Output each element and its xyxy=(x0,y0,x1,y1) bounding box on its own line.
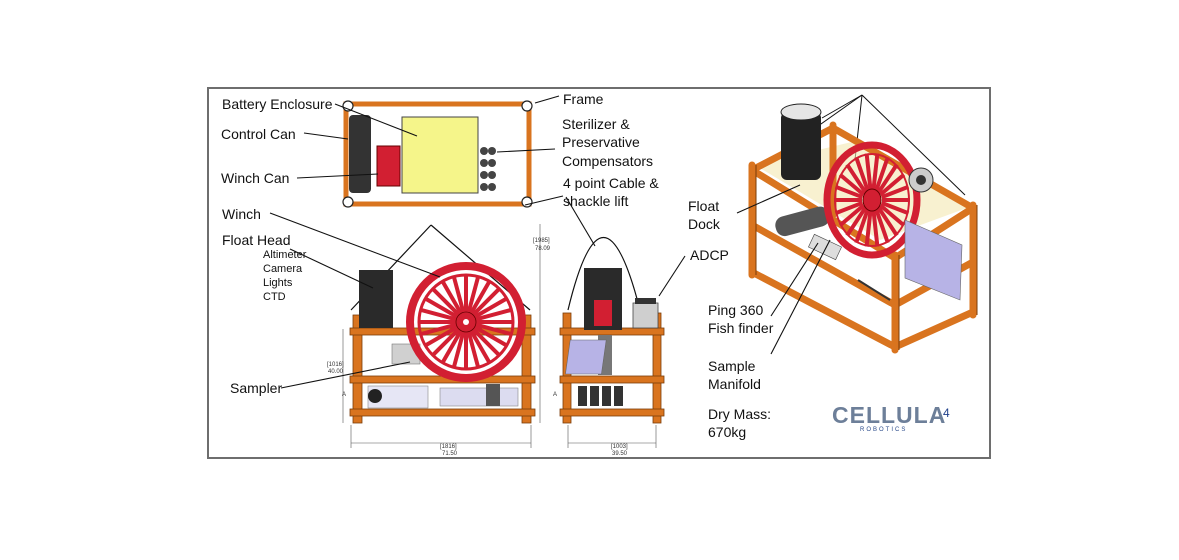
winch-spoke xyxy=(451,275,466,313)
label-adcp: ADCP xyxy=(690,247,729,263)
label-battery-enclosure: Battery Enclosure xyxy=(222,96,333,112)
winch-spoke xyxy=(838,203,865,227)
winch-spoke xyxy=(879,173,906,197)
top-frame xyxy=(343,101,532,207)
winch-spoke xyxy=(834,200,864,216)
winch-spoke xyxy=(473,296,509,319)
label-sterilizer-2: Preservative xyxy=(562,134,640,150)
dim-depth-mm: [1003] xyxy=(611,444,628,450)
cellula-logo: CELLULA ROBOTICS xyxy=(832,403,946,434)
winch-spoke xyxy=(864,153,873,191)
winch-spoke xyxy=(874,156,890,192)
logo-name: CELLULA xyxy=(832,402,947,428)
dim-mid-in: 40.00 xyxy=(328,369,344,375)
label-dry-mass-1: Dry Mass: xyxy=(708,406,771,422)
winch-spoke xyxy=(854,156,870,192)
dim-depth-in: 39.50 xyxy=(612,451,628,457)
control-can-top xyxy=(349,115,371,193)
label-sampler: Sampler xyxy=(230,380,283,396)
side-view xyxy=(342,224,541,448)
dim-height-mm: [1985] xyxy=(533,238,550,244)
page-number: 4 xyxy=(943,406,950,420)
label-cable-2: shackle lift xyxy=(563,193,629,209)
winch-wheel-iso xyxy=(823,141,921,259)
iso-view xyxy=(748,94,978,354)
compensators-top xyxy=(480,147,496,191)
label-altimeter: Altimeter xyxy=(263,249,307,261)
label-control-can: Control Can xyxy=(221,126,296,142)
winch-spoke xyxy=(845,163,868,194)
label-sterilizer-1: Sterilizer & xyxy=(562,116,630,132)
winch-spoke xyxy=(440,329,463,365)
winch-wheel-side xyxy=(406,262,526,382)
label-sterilizer-3: Compensators xyxy=(562,153,654,169)
winch-spoke xyxy=(423,325,459,348)
dim-side-a-1: A xyxy=(342,392,347,398)
label-dry-mass-2: 670kg xyxy=(708,424,747,440)
label-ctd: CTD xyxy=(263,291,286,303)
winch-spoke xyxy=(880,184,910,200)
winch-spoke xyxy=(430,286,461,317)
winch-spoke xyxy=(871,153,880,191)
winch-spoke xyxy=(871,209,880,247)
dim-side-a-2: A xyxy=(553,392,558,398)
winch-spoke xyxy=(469,279,492,315)
winch-can-top xyxy=(376,145,401,187)
winch-spoke xyxy=(419,322,457,337)
winch-spoke xyxy=(419,307,457,322)
label-lights: Lights xyxy=(263,277,293,289)
dim-mid-mm: [1016] xyxy=(327,362,344,368)
label-camera: Camera xyxy=(263,263,303,275)
dim-width-in: 71.50 xyxy=(442,451,458,457)
label-float-head: Float Head xyxy=(222,232,291,248)
winch-spoke xyxy=(440,279,463,315)
dim-width-mm: [1816] xyxy=(440,444,457,450)
winch-spoke xyxy=(854,208,870,244)
top-view xyxy=(342,100,533,208)
winch-spoke xyxy=(879,203,906,227)
label-winch-can: Winch Can xyxy=(221,170,290,186)
winch-spoke xyxy=(880,200,910,216)
label-ping-2: Fish finder xyxy=(708,320,774,336)
winch-spoke xyxy=(874,208,890,244)
label-sample-1: Sample xyxy=(708,358,756,374)
logo-sub: ROBOTICS xyxy=(860,427,908,433)
label-ping-1: Ping 360 xyxy=(708,302,764,318)
winch-spoke xyxy=(469,329,492,365)
battery-enclosure-top xyxy=(401,116,479,194)
winch-spoke xyxy=(475,322,513,337)
winch-spoke xyxy=(466,331,481,369)
winch-spoke xyxy=(876,206,899,237)
winch-spoke xyxy=(475,307,513,322)
front-view xyxy=(559,237,665,448)
label-winch: Winch xyxy=(222,206,261,222)
winch-spoke xyxy=(423,296,459,319)
winch-spoke xyxy=(471,286,502,317)
label-sample-2: Manifold xyxy=(708,376,761,392)
winch-spoke xyxy=(473,325,509,348)
winch-spoke xyxy=(471,327,502,358)
winch-spoke xyxy=(430,327,461,358)
winch-spoke xyxy=(876,163,899,194)
label-float-dock-2: Dock xyxy=(688,216,720,232)
leader-lines xyxy=(269,95,831,389)
lift-points-top xyxy=(342,100,533,208)
winch-spoke xyxy=(466,275,481,313)
winch-spoke xyxy=(838,173,865,197)
dim-height-in: 78.09 xyxy=(535,246,551,252)
winch-spoke xyxy=(864,209,873,247)
label-float-dock-1: Float xyxy=(688,198,720,214)
winch-spoke xyxy=(834,184,864,200)
label-frame: Frame xyxy=(563,91,604,107)
winch-spoke xyxy=(845,206,868,237)
winch-spoke xyxy=(451,331,466,369)
label-cable-1: 4 point Cable & xyxy=(563,175,659,191)
float-head-side xyxy=(359,270,393,328)
